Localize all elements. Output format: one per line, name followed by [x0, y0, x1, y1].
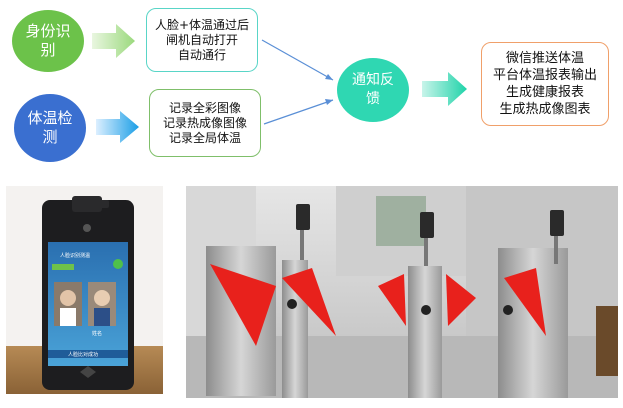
output-line-3: 生成健康报表: [505, 85, 584, 100]
blue-arrow-icon: [96, 111, 139, 143]
barrier-flap-left: [210, 264, 276, 346]
output-line-2: 平台体温报表输出: [492, 68, 597, 83]
barrier-flap-center-left: [378, 274, 406, 326]
connector-gate-to-feedback: [261, 39, 334, 81]
screen-header-text: 人脸识别测温: [60, 253, 91, 259]
record-line-1: 记录全彩图像: [168, 100, 241, 115]
screen-footer-text: 人脸比对成功: [68, 352, 99, 358]
gate-line-1: 人脸+体温通过后: [154, 17, 250, 32]
output-line-1: 微信推送体温: [505, 51, 584, 66]
terminal-illustration: [6, 186, 163, 394]
gate-auto-open-box: 人脸+体温通过后 闸机自动打开 自动通行: [146, 8, 258, 72]
green-arrow-icon: [92, 24, 135, 58]
output-line-4: 生成热成像图表: [499, 102, 591, 117]
identity-recognition-label: 身份识别: [25, 22, 71, 59]
record-line-2: 记录热成像图像: [162, 115, 247, 130]
record-line-3: 记录全局体温: [168, 130, 241, 145]
identity-recognition-node: 身份识别: [12, 10, 84, 72]
temperature-detection-label: 体温检测: [27, 109, 73, 146]
temperature-terminal-photo: 人脸识别测温 姓名 人脸比对成功: [6, 186, 163, 394]
screen-name-label: 姓名: [92, 331, 103, 337]
turnstile-gates-photo: [186, 186, 618, 398]
notification-feedback-label: 通知反馈: [352, 72, 394, 107]
temperature-detection-node: 体温检测: [14, 94, 86, 162]
barrier-flap-left-center: [282, 268, 336, 336]
terminal-pole-3: [550, 210, 564, 236]
terminal-pole-1: [296, 204, 310, 230]
teal-arrow-icon: [422, 72, 467, 106]
gate-line-3: 自动通行: [177, 47, 226, 62]
barrier-flap-center-right: [446, 274, 476, 326]
barrier-flap-right: [504, 268, 546, 336]
connector-record-to-feedback: [263, 99, 334, 125]
gate-line-2: 闸机自动打开: [165, 32, 238, 47]
report-output-box: 微信推送体温 平台体温报表输出 生成健康报表 生成热成像图表: [481, 42, 609, 126]
connector-lines: [261, 39, 334, 125]
turnstile-illustration: [186, 186, 618, 398]
notification-feedback-node: 通知反馈: [337, 58, 409, 122]
image-record-box: 记录全彩图像 记录热成像图像 记录全局体温: [149, 89, 261, 157]
terminal-pole-2: [420, 212, 434, 238]
